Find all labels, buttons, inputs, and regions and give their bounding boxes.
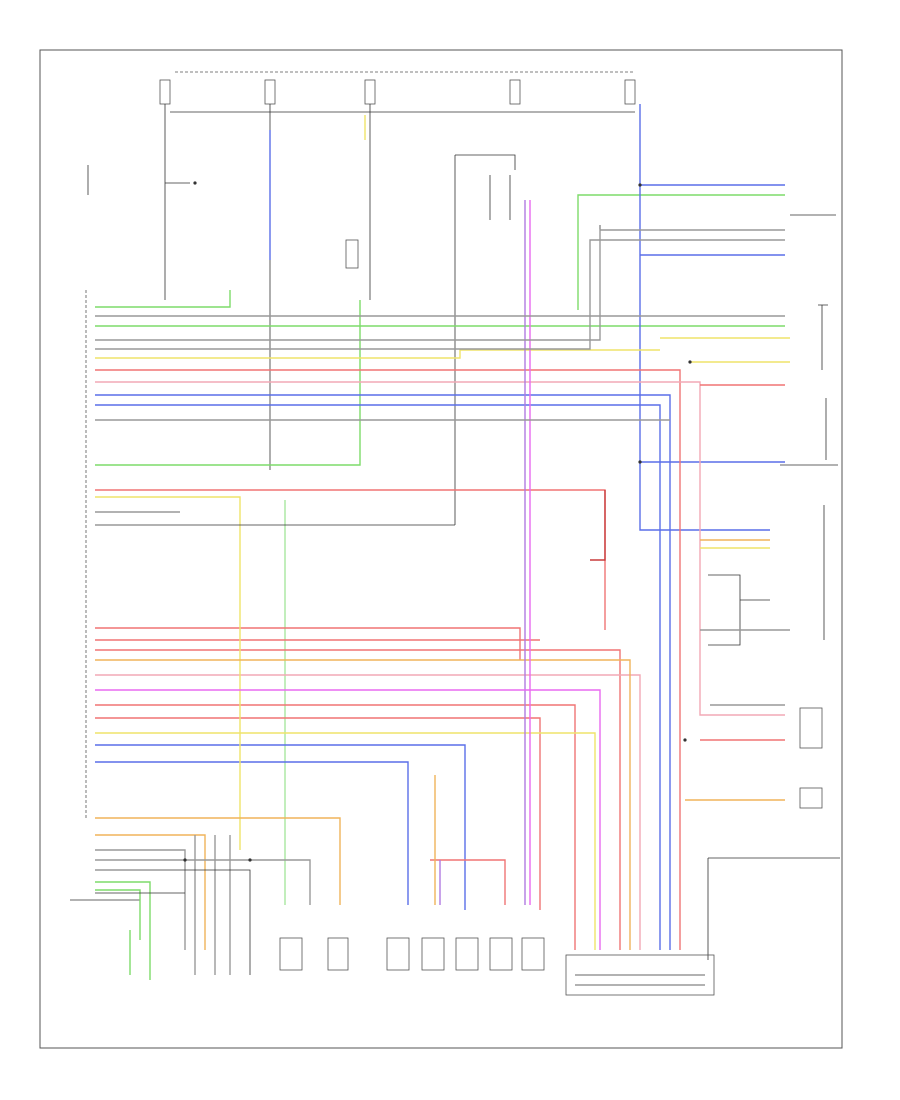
connector-block-6 [489, 937, 513, 971]
wire-red-7 [95, 674, 641, 950]
green-wires [95, 194, 785, 980]
wire-black-4 [95, 869, 251, 975]
fuse-block-3 [364, 79, 376, 105]
ecu-connector-left [70, 165, 140, 901]
wire-green-3 [577, 194, 785, 310]
wire-red-4 [95, 627, 521, 660]
wire-gray-7 [95, 859, 311, 905]
wire-gray-2 [95, 229, 785, 341]
connector-block-4 [421, 937, 445, 971]
fuse-group-top [159, 79, 636, 113]
wire-gray-3 [95, 239, 785, 350]
junction-dot-4 [183, 858, 187, 862]
junction-dot-6 [683, 738, 687, 742]
wire-red-6 [95, 649, 621, 950]
yellow-wires [95, 115, 790, 950]
connector-block-5 [455, 937, 479, 971]
wire-green-1 [95, 290, 231, 308]
wire-red-2 [95, 381, 785, 716]
blue-wires [95, 104, 785, 950]
diagram-frame [39, 49, 843, 1049]
junction-dot-2 [638, 183, 642, 187]
fuse-block-5 [624, 79, 636, 105]
wire-gray-6 [95, 849, 186, 950]
red-wires [95, 369, 785, 950]
wire-yellow-5 [95, 732, 596, 950]
wire-blue-5 [95, 394, 671, 950]
junction-dot-3 [638, 460, 642, 464]
wire-blue-6 [95, 404, 661, 950]
junction-dot-5 [248, 858, 252, 862]
connector-block-3 [386, 937, 410, 971]
module-bracket [707, 857, 840, 960]
wire-red-9 [95, 717, 541, 910]
black-wires [95, 182, 770, 975]
fuse-block-2 [264, 79, 276, 105]
wire-red-13 [590, 490, 606, 561]
wire-violet-3 [95, 689, 601, 950]
wire-green-4 [95, 300, 361, 466]
orange-wires [95, 539, 785, 950]
wire-orange-2 [95, 817, 341, 905]
transmission-connector [565, 954, 715, 996]
wire-green-6 [95, 881, 151, 980]
bottom-connectors [279, 937, 715, 996]
wire-orange-1 [95, 659, 631, 950]
wire-yellow-1 [95, 349, 660, 359]
relay-block [345, 239, 359, 269]
fuse-block-1 [159, 79, 171, 105]
junction-dots [183, 181, 692, 862]
component-bracket-6 [708, 574, 741, 646]
junction-dot-1 [688, 360, 692, 364]
wire-red-1 [95, 369, 681, 950]
riser-5 [455, 154, 516, 170]
wire-red-10 [430, 859, 506, 905]
wire-blue-7 [95, 744, 466, 910]
transmission-connector-ribs [575, 974, 705, 986]
wire-red-8 [95, 704, 576, 950]
gray-wires [95, 229, 790, 975]
wire-orange-6 [95, 834, 206, 950]
connector-block-2 [327, 937, 349, 971]
component-bracket-2 [818, 304, 828, 370]
junction-dot-7 [193, 181, 197, 185]
wire-blue-1 [639, 104, 770, 531]
wire-green-7 [95, 889, 141, 940]
fuse-risers [164, 104, 601, 525]
violet-wires [95, 200, 601, 950]
sensor-box-1 [799, 707, 823, 749]
right-components [707, 214, 840, 960]
wire-red-3 [95, 489, 606, 630]
connector-block-7 [521, 937, 545, 971]
connector-block-1 [279, 937, 303, 971]
wire-blue-8 [95, 761, 409, 905]
fuse-block-4 [509, 79, 521, 105]
wire-yellow-4 [95, 496, 241, 850]
sensor-box-2 [799, 787, 823, 809]
